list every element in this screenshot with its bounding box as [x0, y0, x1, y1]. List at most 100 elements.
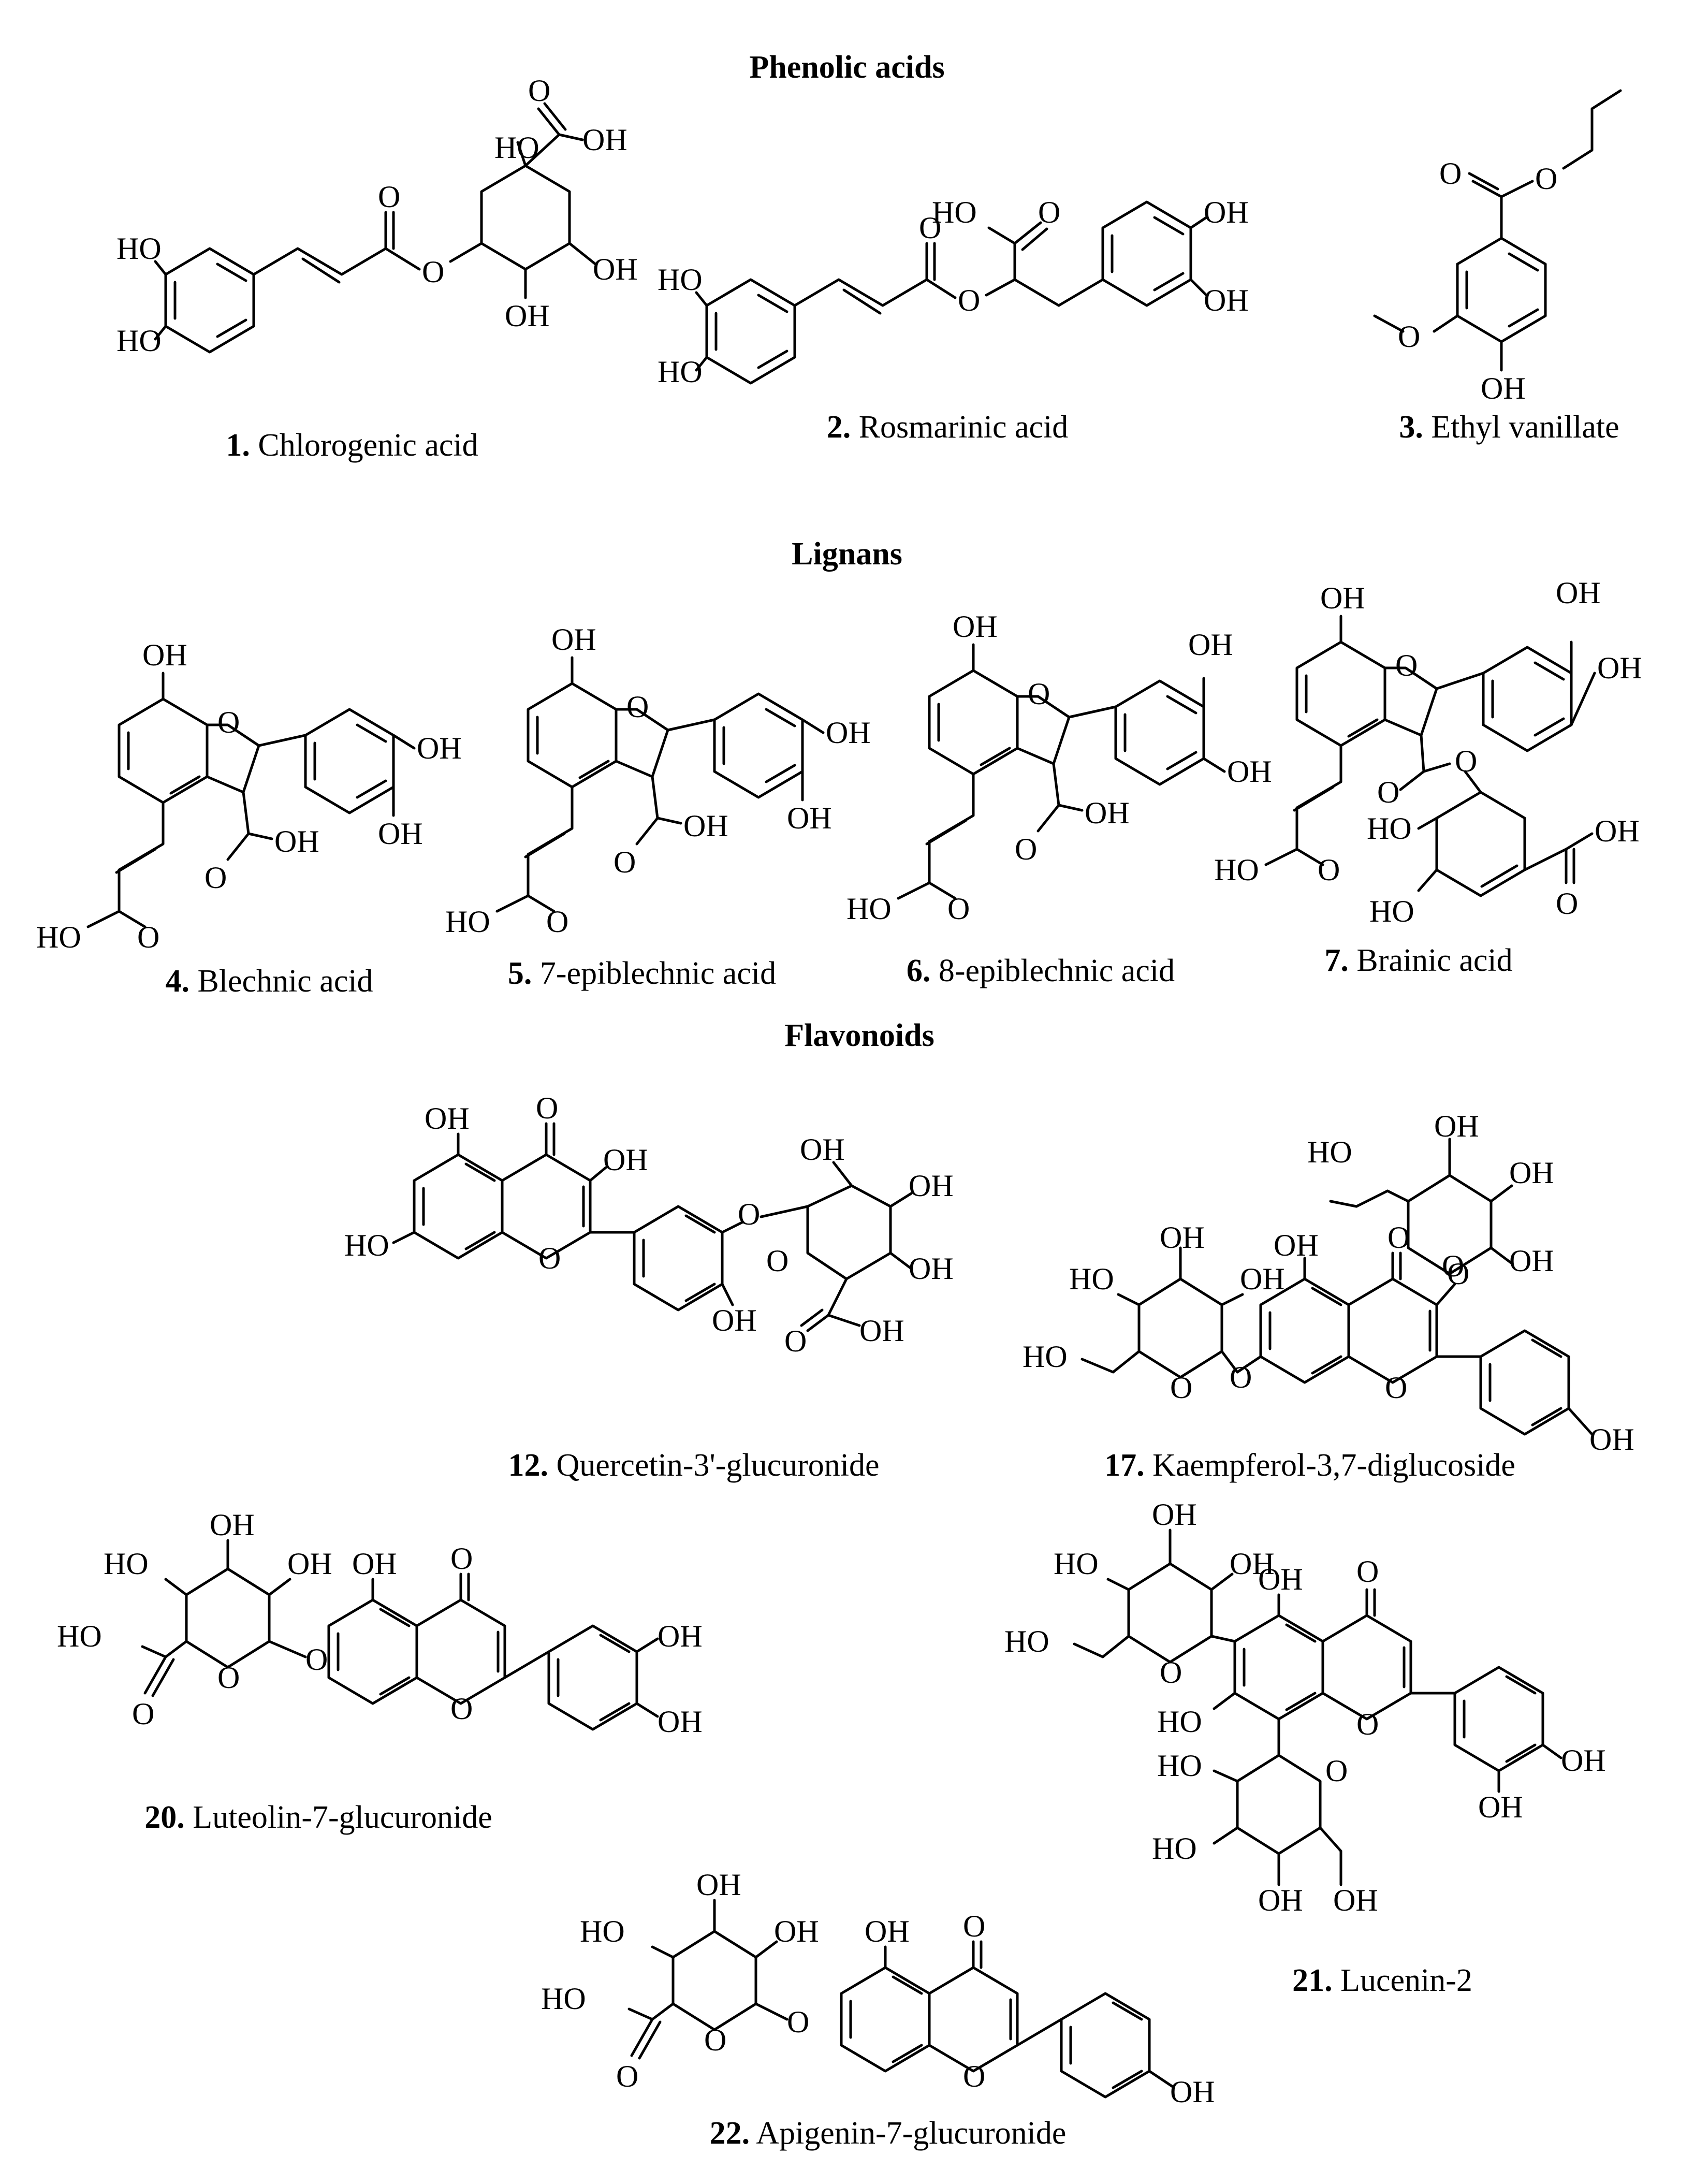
atom-label: HO: [658, 263, 703, 297]
atom-label: HO: [1214, 853, 1259, 887]
section-title-flavonoids: Flavonoids: [784, 1018, 934, 1053]
structure-quercetin-3-glucuronide: [392, 1122, 913, 1332]
atom-label: O: [963, 2059, 985, 2093]
atom-label: HO: [1157, 1705, 1202, 1739]
atom-label: OH: [593, 252, 638, 286]
atom-label: OH: [658, 1705, 703, 1739]
atom-label: OH: [1085, 796, 1130, 830]
atom-label: O: [450, 1692, 473, 1726]
atom-label: OH: [425, 1101, 470, 1135]
atom-label: OH: [1333, 1883, 1378, 1917]
atom-label: OH: [505, 299, 550, 333]
atom-label: O: [1447, 1257, 1469, 1291]
atom-label: HO: [1369, 894, 1414, 928]
atom-label: O: [205, 861, 227, 895]
atom-label: OH: [1204, 283, 1249, 317]
structure-ethyl-vanillate: [1373, 89, 1622, 372]
atom-label: HO: [1367, 811, 1412, 846]
atom-label: HO: [116, 231, 162, 266]
atom-label: OH: [551, 622, 596, 657]
atom-label: HO: [1004, 1624, 1049, 1658]
atom-label: O: [626, 690, 649, 724]
structure-blechnic-acid: [86, 672, 416, 928]
atom-label: OH: [953, 609, 998, 644]
atom-label: O: [919, 211, 941, 245]
atom-label: O: [546, 905, 568, 939]
atom-label: O: [958, 283, 980, 317]
atom-label: OH: [1561, 1743, 1606, 1778]
atom-label: HO: [104, 1547, 149, 1581]
atom-label: O: [1230, 1360, 1252, 1394]
atom-label: OH: [287, 1547, 332, 1581]
atom-label: O: [616, 2059, 638, 2093]
compound-caption-21: 21. Lucenin-2: [1292, 1963, 1472, 1998]
atom-label: OH: [1204, 195, 1249, 229]
compound-caption-3: 3. Ethyl vanillate: [1399, 410, 1619, 445]
compound-caption-20: 20. Luteolin-7-glucuronide: [144, 1800, 492, 1835]
atom-label: OH: [1320, 581, 1365, 615]
atom-label: O: [536, 1091, 558, 1125]
atom-label: OH: [1556, 576, 1601, 610]
atom-label: HO: [1023, 1339, 1068, 1374]
atom-label: OH: [826, 716, 871, 750]
atom-label: O: [1442, 1249, 1464, 1283]
structure-chlorogenic-acid: [154, 102, 597, 354]
compound-caption-17: 17. Kaempferol-3,7-diglucoside: [1104, 1448, 1515, 1483]
atom-label: O: [1015, 832, 1037, 866]
structure-apigenin-7-glucuronide: [627, 1899, 1174, 2099]
atom-label: O: [1398, 319, 1420, 354]
atom-label: O: [787, 2005, 809, 2039]
atom-label: OH: [712, 1303, 757, 1337]
atom-label: HO: [116, 324, 162, 358]
atom-label: O: [1356, 1707, 1379, 1741]
atom-label: OH: [378, 817, 423, 851]
atom-label: O: [422, 255, 444, 289]
atom-label: O: [1028, 677, 1050, 711]
atom-label: O: [217, 1661, 240, 1695]
structure-brainic-acid: [1264, 615, 1596, 897]
atom-label: O: [614, 845, 636, 879]
atom-label: OH: [658, 1619, 703, 1653]
atom-label: OH: [1478, 1790, 1523, 1824]
atom-label: OH: [1258, 1883, 1303, 1917]
atom-label: HO: [658, 355, 703, 389]
atom-label: O: [538, 1241, 561, 1275]
atom-label: HO: [36, 920, 81, 954]
atom-label: OH: [1481, 371, 1526, 405]
atom-label: O: [1439, 156, 1462, 191]
atom-label: HO: [494, 130, 539, 165]
atom-label: OH: [1509, 1156, 1554, 1190]
atom-label: OH: [683, 809, 728, 843]
atom-label: O: [947, 892, 970, 926]
atom-label: O: [1038, 195, 1060, 229]
atom-label: OH: [1170, 2075, 1215, 2109]
atom-label: HO: [344, 1228, 389, 1262]
atom-label: O: [1377, 775, 1399, 809]
atom-label: OH: [210, 1508, 255, 1542]
atom-label: O: [963, 1909, 985, 1943]
structure-8-epiblechnic-acid: [897, 643, 1226, 900]
compound-caption-5: 5. 7-epiblechnic acid: [508, 956, 776, 991]
compound-caption-12: 12. Quercetin-3'-glucuronide: [508, 1448, 879, 1483]
atom-label: O: [1455, 744, 1477, 778]
atom-label: O: [1325, 1754, 1348, 1788]
atom-label: O: [528, 74, 550, 108]
compound-caption-7: 7. Brainic acid: [1324, 943, 1512, 978]
atom-label: O: [1395, 648, 1418, 682]
atom-label: OH: [142, 638, 187, 672]
atom-label: OH: [1152, 1497, 1197, 1532]
atom-label: OH: [274, 824, 319, 858]
section-title-lignans: Lignans: [792, 536, 902, 572]
atom-label: OH: [696, 1868, 741, 1902]
atom-label: O: [1385, 1371, 1407, 1405]
atom-label: OH: [582, 123, 627, 157]
structure-7-epiblechnic-acid: [495, 656, 825, 913]
atom-label: HO: [932, 195, 977, 229]
compound-caption-22: 22. Apigenin-7-glucuronide: [710, 2116, 1067, 2151]
compound-caption-6: 6. 8-epiblechnic acid: [907, 953, 1175, 988]
atom-label: OH: [1274, 1228, 1319, 1262]
atom-label: OH: [865, 1914, 910, 1948]
atom-label: OH: [1595, 814, 1640, 848]
atom-label: OH: [1589, 1422, 1634, 1457]
